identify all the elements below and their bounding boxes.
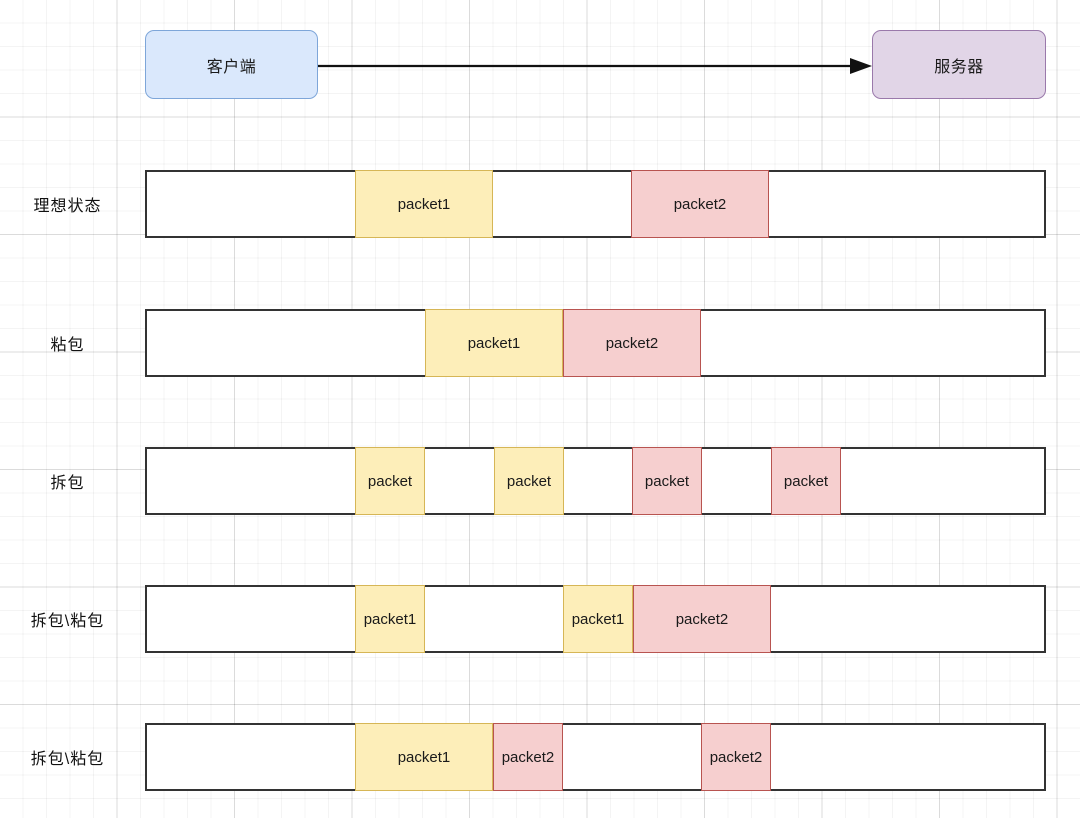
packet-segment-label: packet2 — [675, 610, 729, 628]
packet-segment-label: packet1 — [363, 610, 417, 628]
packet-row-label: 理想状态 — [33, 198, 102, 215]
packet-segment[interactable]: packet — [632, 447, 702, 515]
packet-segment[interactable]: packet — [355, 447, 425, 515]
packet-stream-bar: packet1 packet2 packet2 — [145, 723, 1046, 791]
client-to-server-arrow — [318, 58, 872, 74]
packet-row-label: 拆包 — [50, 475, 85, 492]
packet-segment-label: packet2 — [709, 748, 763, 766]
packet-stream-bar: packet packet packet packet — [145, 447, 1046, 515]
packet-stream-bar: packet1 packet2 — [145, 170, 1046, 238]
packet-stream-bar: packet1 packet1 packet2 — [145, 585, 1046, 653]
packet-segment[interactable]: packet — [771, 447, 841, 515]
packet-segment[interactable]: packet1 — [425, 309, 563, 377]
packet-segment[interactable]: packet — [494, 447, 564, 515]
packet-segment-label: packet — [644, 472, 690, 490]
packet-segment-label: packet2 — [501, 748, 555, 766]
packet-row-label: 粘包 — [50, 337, 85, 354]
packet-row: 拆包\粘包 packet1 packet1 packet2 — [0, 585, 1080, 653]
packet-segment[interactable]: packet1 — [355, 585, 425, 653]
server-node[interactable]: 服务器 — [872, 30, 1046, 99]
client-node[interactable]: 客户端 — [145, 30, 318, 99]
packet-segment[interactable]: packet2 — [701, 723, 771, 791]
packet-segment-label: packet1 — [397, 748, 451, 766]
client-node-label: 客户端 — [206, 58, 257, 76]
packet-segment-label: packet — [367, 472, 413, 490]
packet-row-label: 拆包\粘包 — [30, 613, 105, 630]
packet-segment[interactable]: packet2 — [493, 723, 563, 791]
packet-segment-label: packet1 — [397, 195, 451, 213]
packet-segment[interactable]: packet2 — [633, 585, 771, 653]
packet-segment[interactable]: packet2 — [563, 309, 701, 377]
packet-row: 理想状态 packet1 packet2 — [0, 170, 1080, 238]
server-node-label: 服务器 — [934, 58, 984, 76]
packet-row: 粘包 packet1 packet2 — [0, 309, 1080, 377]
packet-segment-label: packet1 — [571, 610, 625, 628]
packet-segment[interactable]: packet1 — [355, 170, 493, 238]
packet-row: 拆包 packet packet packet packet — [0, 447, 1080, 515]
packet-segment-label: packet2 — [673, 195, 727, 213]
packet-segment-label: packet — [783, 472, 829, 490]
packet-segment[interactable]: packet2 — [631, 170, 769, 238]
packet-segment[interactable]: packet1 — [563, 585, 633, 653]
packet-segment[interactable]: packet1 — [355, 723, 493, 791]
packet-row: 拆包\粘包 packet1 packet2 packet2 — [0, 723, 1080, 791]
packet-stream-bar: packet1 packet2 — [145, 309, 1046, 377]
packet-row-label: 拆包\粘包 — [30, 751, 105, 768]
packet-segment-label: packet1 — [467, 334, 521, 352]
packet-segment-label: packet2 — [605, 334, 659, 352]
packet-segment-label: packet — [506, 472, 552, 490]
